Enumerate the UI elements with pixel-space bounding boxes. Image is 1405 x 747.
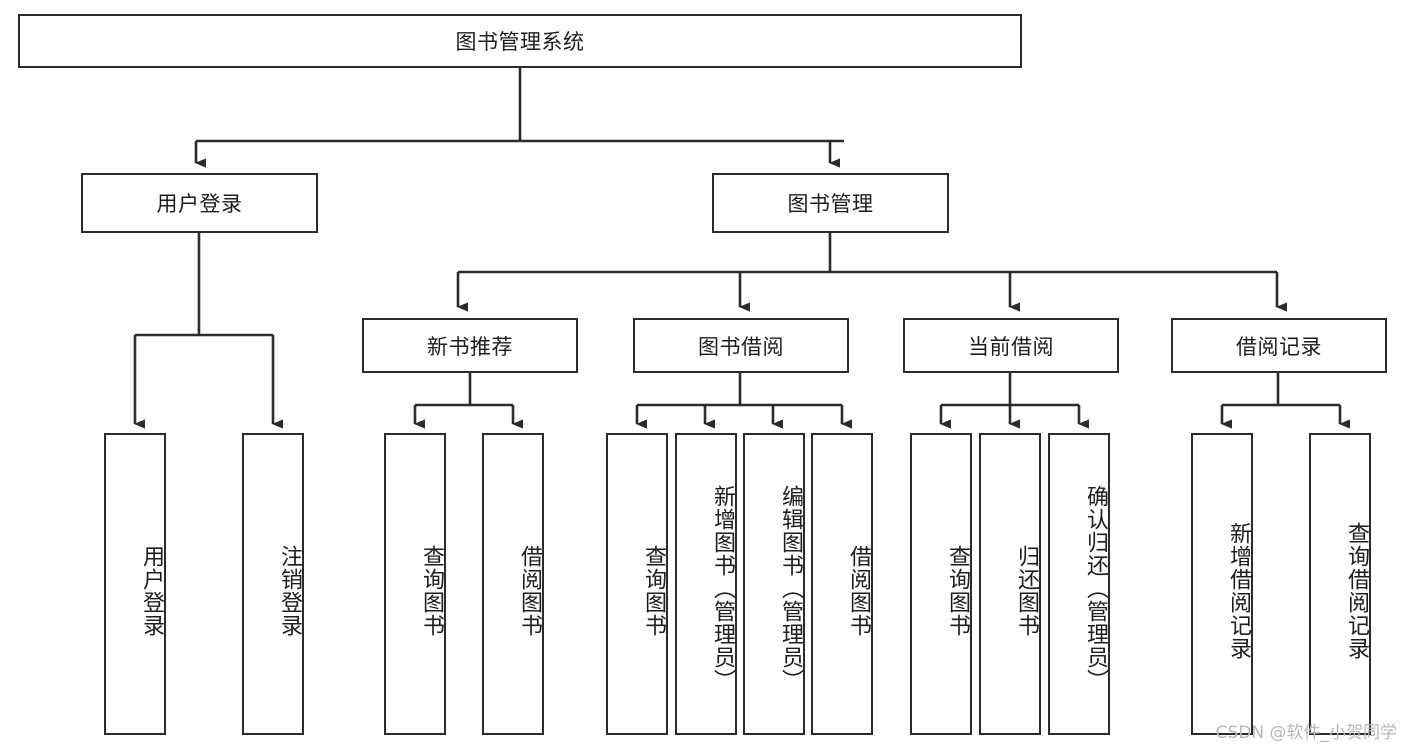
node-leaf-confirm-return-admin[interactable]: 确认归还（管理员） <box>1048 433 1110 735</box>
node-leaf-query-borrow-record[interactable]: 查询借阅记录 <box>1309 433 1371 735</box>
node-leaf-return-books[interactable]: 归还图书 <box>979 433 1041 735</box>
node-label: 查询借阅记录 <box>1344 522 1369 660</box>
node-borrow-records[interactable]: 借阅记录 <box>1171 318 1387 373</box>
node-leaf-borrow-books-recommend[interactable]: 借阅图书 <box>482 433 544 735</box>
node-book-borrow[interactable]: 图书借阅 <box>633 318 849 373</box>
node-label: 查询图书 <box>641 545 666 637</box>
node-label: 图书管理系统 <box>455 30 585 54</box>
node-label: 编辑图书（管理员） <box>778 484 803 692</box>
node-label: 归还图书 <box>1014 545 1039 637</box>
node-leaf-query-books-recommend[interactable]: 查询图书 <box>384 433 446 735</box>
node-leaf-add-book-admin[interactable]: 新增图书（管理员） <box>675 433 737 735</box>
node-label: 新增借阅记录 <box>1226 522 1251 660</box>
node-leaf-query-books-borrow[interactable]: 查询图书 <box>606 433 668 735</box>
node-leaf-user-login[interactable]: 用户登录 <box>104 433 166 735</box>
node-user-login[interactable]: 用户登录 <box>81 173 318 233</box>
node-label: 当前借阅 <box>968 334 1054 359</box>
node-book-management[interactable]: 图书管理 <box>712 173 949 233</box>
node-new-book-recommend[interactable]: 新书推荐 <box>362 318 578 373</box>
node-label: 新书推荐 <box>427 334 513 359</box>
node-label: 查询图书 <box>419 545 444 637</box>
node-label: 借阅记录 <box>1236 334 1322 359</box>
node-label: 新增图书（管理员） <box>710 484 735 692</box>
node-leaf-logout[interactable]: 注销登录 <box>242 433 304 735</box>
node-label: 借阅图书 <box>846 545 871 637</box>
node-current-borrow[interactable]: 当前借阅 <box>903 318 1119 373</box>
watermark-text: CSDN @软件_小贺同学 <box>1215 723 1397 743</box>
node-label: 用户登录 <box>139 545 164 637</box>
node-leaf-query-books-current[interactable]: 查询图书 <box>910 433 972 735</box>
node-label: 查询图书 <box>945 545 970 637</box>
node-label: 图书借阅 <box>698 334 784 359</box>
node-leaf-edit-book-admin[interactable]: 编辑图书（管理员） <box>743 433 805 735</box>
node-label: 确认归还（管理员） <box>1083 484 1108 692</box>
node-label: 用户登录 <box>156 192 243 216</box>
node-root-system[interactable]: 图书管理系统 <box>18 14 1022 68</box>
node-label: 注销登录 <box>277 545 302 637</box>
node-leaf-add-borrow-record[interactable]: 新增借阅记录 <box>1191 433 1253 735</box>
node-label: 图书管理 <box>787 192 874 216</box>
node-label: 借阅图书 <box>517 545 542 637</box>
node-leaf-borrow-books[interactable]: 借阅图书 <box>811 433 873 735</box>
